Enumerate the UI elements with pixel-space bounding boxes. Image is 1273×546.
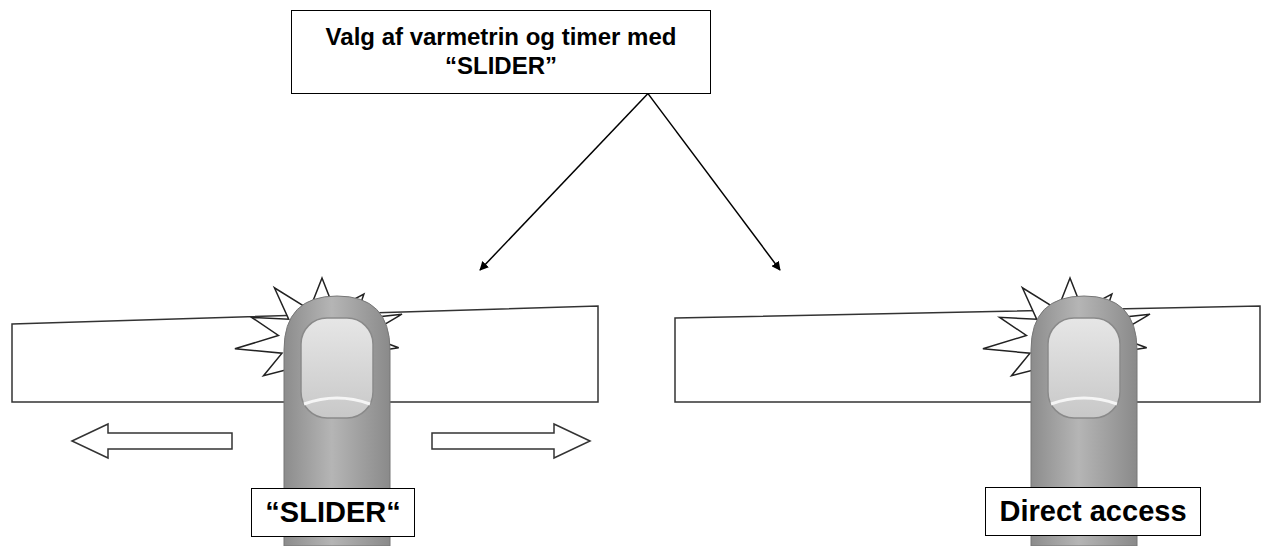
- label-box: Direct access: [985, 487, 1201, 536]
- pointer-arrow: [480, 94, 648, 270]
- title-box: Valg af varmetrin og timer med “SLIDER”: [291, 10, 711, 94]
- node-text: Direct access: [998, 494, 1188, 529]
- touch-strip: [675, 306, 1260, 402]
- label-box: “SLIDER“: [251, 488, 415, 537]
- pointer-arrow: [648, 94, 780, 270]
- node-text: Valg af varmetrin og timer med “SLIDER”: [308, 23, 694, 81]
- node-text: “SLIDER“: [264, 495, 402, 530]
- slide-arrow: [432, 424, 590, 458]
- slide-arrow: [72, 424, 232, 458]
